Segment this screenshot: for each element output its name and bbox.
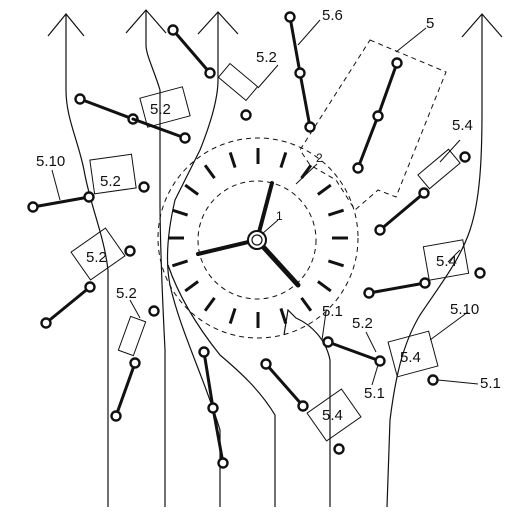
rod-center-bottom xyxy=(198,346,229,469)
box-5-2-left-small xyxy=(117,315,147,357)
hub-arms xyxy=(196,181,301,288)
flow-line-5 xyxy=(283,308,331,507)
radial-tick xyxy=(228,307,237,325)
radial-tick xyxy=(184,183,199,196)
rod-bottom-mid xyxy=(260,358,345,455)
rod-upper-left xyxy=(74,93,139,125)
box-5-2-upper-left xyxy=(139,86,191,128)
rod-small-top xyxy=(240,109,252,121)
label-5-6: 5.6 xyxy=(322,7,343,24)
box-5-4-bottom xyxy=(306,388,362,442)
radial-tick xyxy=(171,259,189,268)
flow-line-2 xyxy=(125,9,167,507)
rod-top-left xyxy=(167,24,216,79)
flow-line-4 xyxy=(167,264,276,507)
label-5-2-left-upper: 5.2 xyxy=(150,101,171,118)
dashed-frame-5 xyxy=(299,39,447,211)
label-5-10-right: 5.10 xyxy=(450,301,479,318)
radial-tick xyxy=(327,208,345,217)
label-5: 5 xyxy=(426,15,434,32)
label-5-4-upper-right: 5.4 xyxy=(452,117,473,134)
rod-top-center xyxy=(284,11,316,133)
label-2: 2 xyxy=(316,151,323,165)
rod-right-mid xyxy=(363,267,486,299)
radial-tick xyxy=(317,280,332,293)
flow-line-6 xyxy=(386,13,503,508)
rod-left-mid xyxy=(27,181,150,213)
rod-right-center xyxy=(322,336,439,386)
outer-dashed-circle xyxy=(157,137,359,339)
box-5-4-lower-right xyxy=(387,330,439,378)
labels: 5.6 5 5.2 5.2 5.2 5.2 5.2 5.2 5.4 5.4 5.… xyxy=(36,7,501,424)
label-5-4-right: 5.4 xyxy=(436,253,457,270)
label-5-2-left-mid: 5.2 xyxy=(100,173,121,190)
radial-tick xyxy=(203,164,216,179)
label-5-10-left: 5.10 xyxy=(36,153,65,170)
label-5-4-lower-right: 5.4 xyxy=(400,349,421,366)
box-5-2-left-lower xyxy=(70,227,126,281)
radial-tick xyxy=(300,164,313,179)
radial-tick xyxy=(279,151,288,169)
rod-left-lower xyxy=(40,245,136,329)
hub-node xyxy=(247,230,267,250)
rod-left-bottom xyxy=(110,305,160,422)
boxes xyxy=(70,62,470,442)
flow-line-3 xyxy=(166,11,239,507)
label-5-4-bottom: 5.4 xyxy=(322,407,343,424)
radial-tick xyxy=(184,280,199,293)
leader-lines xyxy=(51,19,479,386)
label-5-1-center: 5.1 xyxy=(322,303,343,320)
radial-tick xyxy=(327,259,345,268)
label-5-1-lower: 5.1 xyxy=(364,385,385,402)
radial-tick xyxy=(279,307,288,325)
label-5-2-left-lower: 5.2 xyxy=(86,249,107,266)
flow-line-1 xyxy=(47,13,109,507)
radial-tick xyxy=(203,297,216,312)
radial-tick xyxy=(317,183,332,196)
label-5-1-far-right: 5.1 xyxy=(480,375,501,392)
radial-ticks xyxy=(168,148,348,328)
radial-tick xyxy=(228,151,237,169)
radial-tick xyxy=(171,208,189,217)
radial-tick xyxy=(300,297,313,312)
rod-upper-left-2 xyxy=(131,117,191,144)
rod-frame xyxy=(352,57,403,174)
label-5-2-top: 5.2 xyxy=(256,49,277,66)
box-5-4-upper-right xyxy=(417,148,461,190)
label-1: 1 xyxy=(276,209,283,223)
label-5-2-right: 5.2 xyxy=(352,315,373,332)
rods-group xyxy=(27,11,486,469)
box-5-2-left-mid xyxy=(89,153,137,195)
label-5-2-left-small: 5.2 xyxy=(116,285,137,302)
box-5-2-top xyxy=(217,62,259,102)
box-5-4-right xyxy=(422,239,470,281)
rod-right-upper xyxy=(374,151,471,236)
inner-dashed-circle xyxy=(197,180,317,300)
